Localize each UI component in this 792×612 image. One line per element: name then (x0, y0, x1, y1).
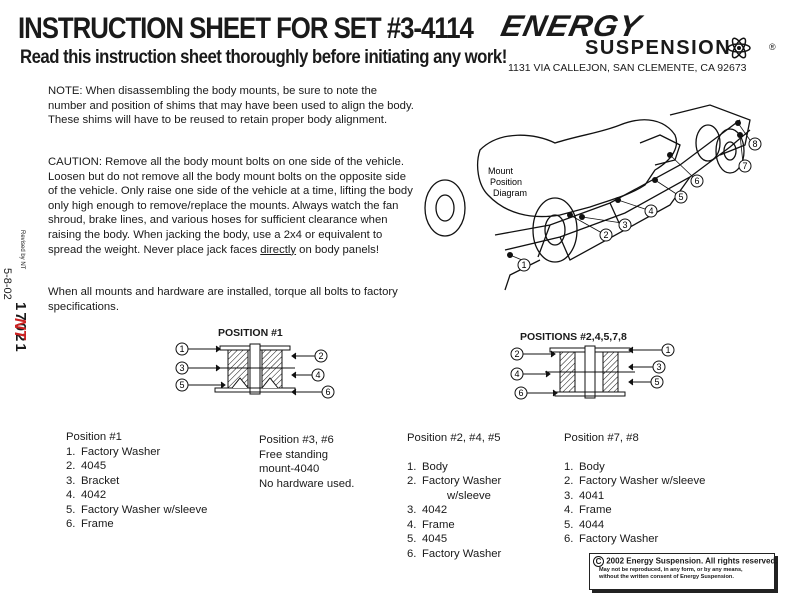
list-item: 3.4041 (564, 489, 605, 502)
position3-6-line3: No hardware used. (259, 477, 355, 490)
pos1-callout-4: 4 (315, 370, 320, 380)
diagram-label-mount: Mount (488, 166, 514, 176)
copyright-line1: C 2002 Energy Suspension. All rights res… (593, 556, 778, 567)
position1-mount-diagram: 1 2 3 4 5 6 (175, 342, 335, 399)
page-title: INSTRUCTION SHEET FOR SET #3-4114 (18, 12, 474, 45)
pos1-callout-6: 6 (325, 387, 330, 397)
initials-logo: NT (11, 318, 28, 340)
callout-1: 1 (521, 260, 526, 270)
diagram-label-diagram: Diagram (493, 188, 527, 198)
copyright-icon: C (593, 556, 604, 567)
list-item: 5.4044 (564, 518, 605, 531)
positions-diagram-title: POSITIONS #2,4,5,7,8 (520, 331, 627, 343)
rear-left-wheel (695, 124, 721, 162)
copyright-line3: without the written consent of Energy Su… (599, 574, 734, 580)
list-item: 2.Factory Washer (407, 475, 502, 487)
list-item: 2.4045 (66, 460, 107, 472)
callout-4: 4 (648, 206, 653, 216)
rear-right-wheel (715, 128, 745, 174)
position2-4-5-heading: Position #2, #4, #5 (407, 432, 501, 444)
pos2-callout-3: 3 (656, 362, 661, 372)
position3-6-line1: Free standing (259, 448, 329, 461)
pos1-callout-1: 1 (179, 344, 184, 354)
list-item: 6.Factory Washer (407, 547, 502, 560)
list-item: 6.Frame (66, 518, 114, 530)
registered-mark: ® (769, 42, 776, 52)
callout-2: 2 (603, 230, 608, 240)
position3-6-line2: mount-4040 (259, 463, 320, 475)
position1-parts-list: Position #1 1.Factory Washer 2.4045 3.Br… (66, 430, 207, 532)
list-item: 4.4042 (66, 489, 107, 501)
pos1-callout-3: 3 (179, 363, 184, 373)
position7-8-parts-list: Position #7, #8 1.Body 2.Factory Washer … (564, 431, 705, 547)
list-item: 2.Factory Washer w/sleeve (564, 475, 706, 487)
list-item-continued: w/sleeve (447, 489, 491, 502)
frame-rail-inner (504, 129, 751, 251)
pos1-callout-5: 5 (179, 380, 184, 390)
callout-8: 8 (752, 139, 757, 149)
copyright-line2: May not be reproduced, in any form, or b… (599, 567, 743, 573)
position3-6-parts-list: Position #3, #6 Free standing mount-4040… (259, 433, 354, 491)
pos1-callout-2: 2 (318, 351, 323, 361)
list-item: 1.Body (564, 460, 605, 473)
position7-8-heading: Position #7, #8 (564, 432, 639, 444)
callout-6: 6 (694, 176, 699, 186)
list-item: 1.Factory Washer (66, 445, 161, 458)
caution-text-end: on body panels! (296, 243, 379, 256)
list-item: 4.Frame (564, 504, 612, 516)
callout-3: 3 (622, 220, 627, 230)
copyright-notice: C 2002 Energy Suspension. All rights res… (589, 553, 778, 590)
pos2-callout-6: 6 (518, 388, 523, 398)
position1-diagram-title: POSITION #1 (218, 327, 283, 339)
page-subtitle: Read this instruction sheet thoroughly b… (20, 46, 507, 68)
frame-rail-outer (494, 119, 741, 236)
front-left-wheel (424, 179, 466, 237)
pos2-callout-2: 2 (514, 349, 519, 359)
diagram-callouts: 1 2 3 4 5 6 7 8 (517, 137, 762, 272)
list-item: 3.4042 (407, 504, 448, 516)
caution-paragraph: CAUTION: Remove all the body mount bolts… (48, 155, 418, 257)
revised-stamp: Revised by NT (19, 230, 25, 270)
body-outline (477, 119, 678, 218)
callout-5: 5 (678, 192, 683, 202)
pos2-callout-4: 4 (514, 369, 519, 379)
list-item: 4.Frame (407, 518, 455, 531)
revision-date: 5-8-02 (1, 268, 13, 300)
note-paragraph: NOTE: When disassembling the body mounts… (48, 85, 414, 127)
list-item: 5.4045 (407, 533, 448, 545)
mount-position-diagram: Mount Position Diagram 1 2 3 4 5 6 7 8 (424, 104, 762, 291)
company-address: 1131 VIA CALLEJON, SAN CLEMENTE, CA 9267… (508, 62, 747, 74)
diagram-label-position: Position (490, 177, 522, 187)
list-item: 5.Factory Washer w/sleeve (66, 503, 208, 516)
position3-6-heading: Position #3, #6 (259, 434, 334, 446)
list-item: 3.Bracket (66, 474, 120, 487)
caution-underlined: directly (260, 243, 297, 256)
company-logo: ENERGY SUSPENSION ® (498, 10, 776, 60)
pos2-callout-5: 5 (654, 377, 659, 387)
list-item: 6.Factory Washer (564, 533, 659, 545)
torque-paragraph: When all mounts and hardware are install… (48, 286, 398, 313)
callout-7: 7 (742, 161, 747, 171)
logo-suspension-text: SUSPENSION (585, 37, 732, 59)
pos2-callout-1: 1 (665, 345, 670, 355)
positions-mount-diagram: 1 2 3 4 5 6 (510, 343, 675, 400)
front-right-wheel (532, 197, 578, 263)
list-item: 1.Body (407, 460, 448, 473)
atom-icon (727, 37, 751, 59)
position1-heading: Position #1 (66, 431, 122, 443)
position2-4-5-parts-list: Position #2, #4, #5 1.Body 2.Factory Was… (407, 431, 501, 561)
caution-text: CAUTION: Remove all the body mount bolts… (48, 156, 413, 256)
